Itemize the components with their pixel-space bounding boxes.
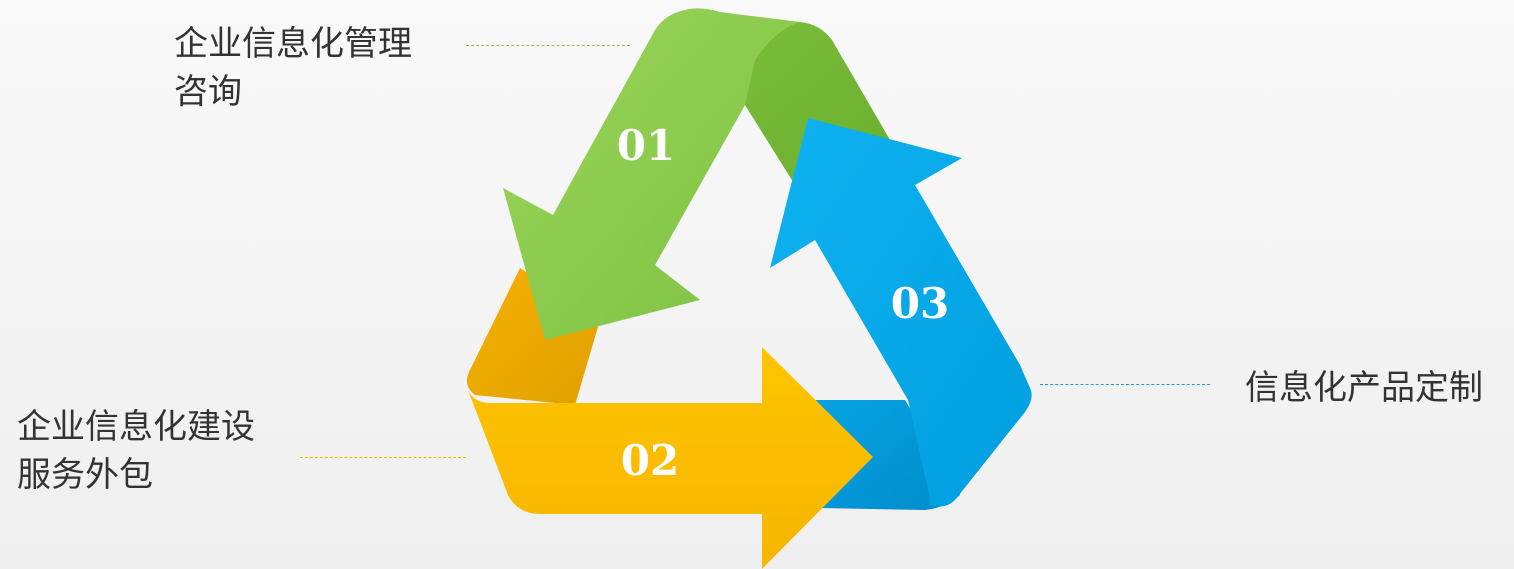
step-01-label-line-1: 企业信息化管理 — [174, 24, 412, 64]
step-03-label: 信息化产品定制 — [1245, 364, 1483, 412]
step-02-label: 企业信息化建设 服务外包 — [17, 403, 255, 499]
step-03-label-line-1: 信息化产品定制 — [1245, 368, 1483, 408]
step-03-leader-line — [1040, 384, 1210, 385]
step-number-01: 01 — [617, 121, 675, 170]
step-number-02: 02 — [621, 436, 679, 485]
step-01-label-line-2: 咨询 — [174, 72, 242, 112]
arrow-03 — [770, 118, 1032, 507]
blue-fold-band — [815, 400, 960, 510]
step-02-label-line-1: 企业信息化建设 — [17, 407, 255, 447]
arrow-01 — [503, 8, 800, 341]
step-number-03: 03 — [891, 279, 949, 328]
step-01-leader-line — [466, 45, 630, 46]
step-02-label-line-2: 服务外包 — [17, 455, 153, 495]
step-02-leader-line — [300, 457, 466, 458]
step-01-label: 企业信息化管理 咨询 — [174, 20, 412, 116]
arrow-02 — [468, 347, 873, 569]
